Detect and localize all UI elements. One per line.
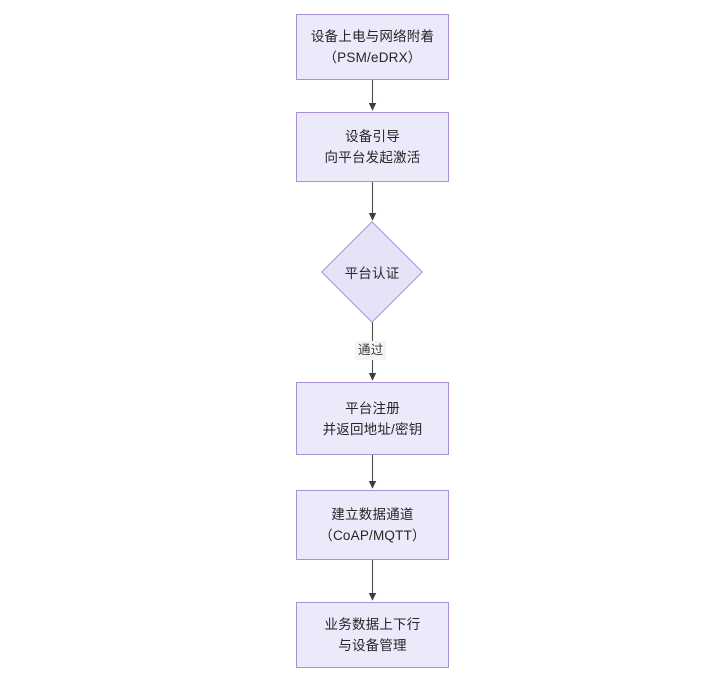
flow-node-business-data-and-device-management[interactable]: 业务数据上下行 与设备管理 — [296, 602, 449, 668]
flow-node-line: （PSM/eDRX） — [323, 50, 422, 65]
flow-node-line: 平台认证 — [344, 266, 400, 281]
flow-node-line: 设备上电与网络附着 — [310, 29, 435, 44]
flow-node-platform-auth-decision[interactable]: 平台认证 — [320, 220, 424, 324]
flow-node-line: 并返回地址/密钥 — [322, 421, 423, 437]
flow-node-device-power-on[interactable]: 设备上电与网络附着 （PSM/eDRX） — [296, 14, 449, 80]
flow-node-line: （CoAP/MQTT） — [319, 528, 426, 543]
flow-node-line: 与设备管理 — [338, 638, 407, 653]
flow-node-establish-data-channel[interactable]: 建立数据通道 （CoAP/MQTT） — [296, 490, 449, 560]
flow-node-device-bootstrap[interactable]: 设备引导 向平台发起激活 — [296, 112, 449, 182]
edge-label-pass: 通过 — [355, 341, 387, 360]
flow-node-line: 向平台发起激活 — [324, 150, 421, 165]
flow-node-line: 设备引导 — [345, 129, 400, 144]
flow-node-platform-registration[interactable]: 平台注册 并返回地址/密钥 — [296, 382, 449, 455]
flow-node-line: 建立数据通道 — [331, 507, 414, 522]
flow-node-line: 业务数据上下行 — [324, 617, 421, 632]
flow-node-line: 平台注册 — [345, 400, 400, 416]
